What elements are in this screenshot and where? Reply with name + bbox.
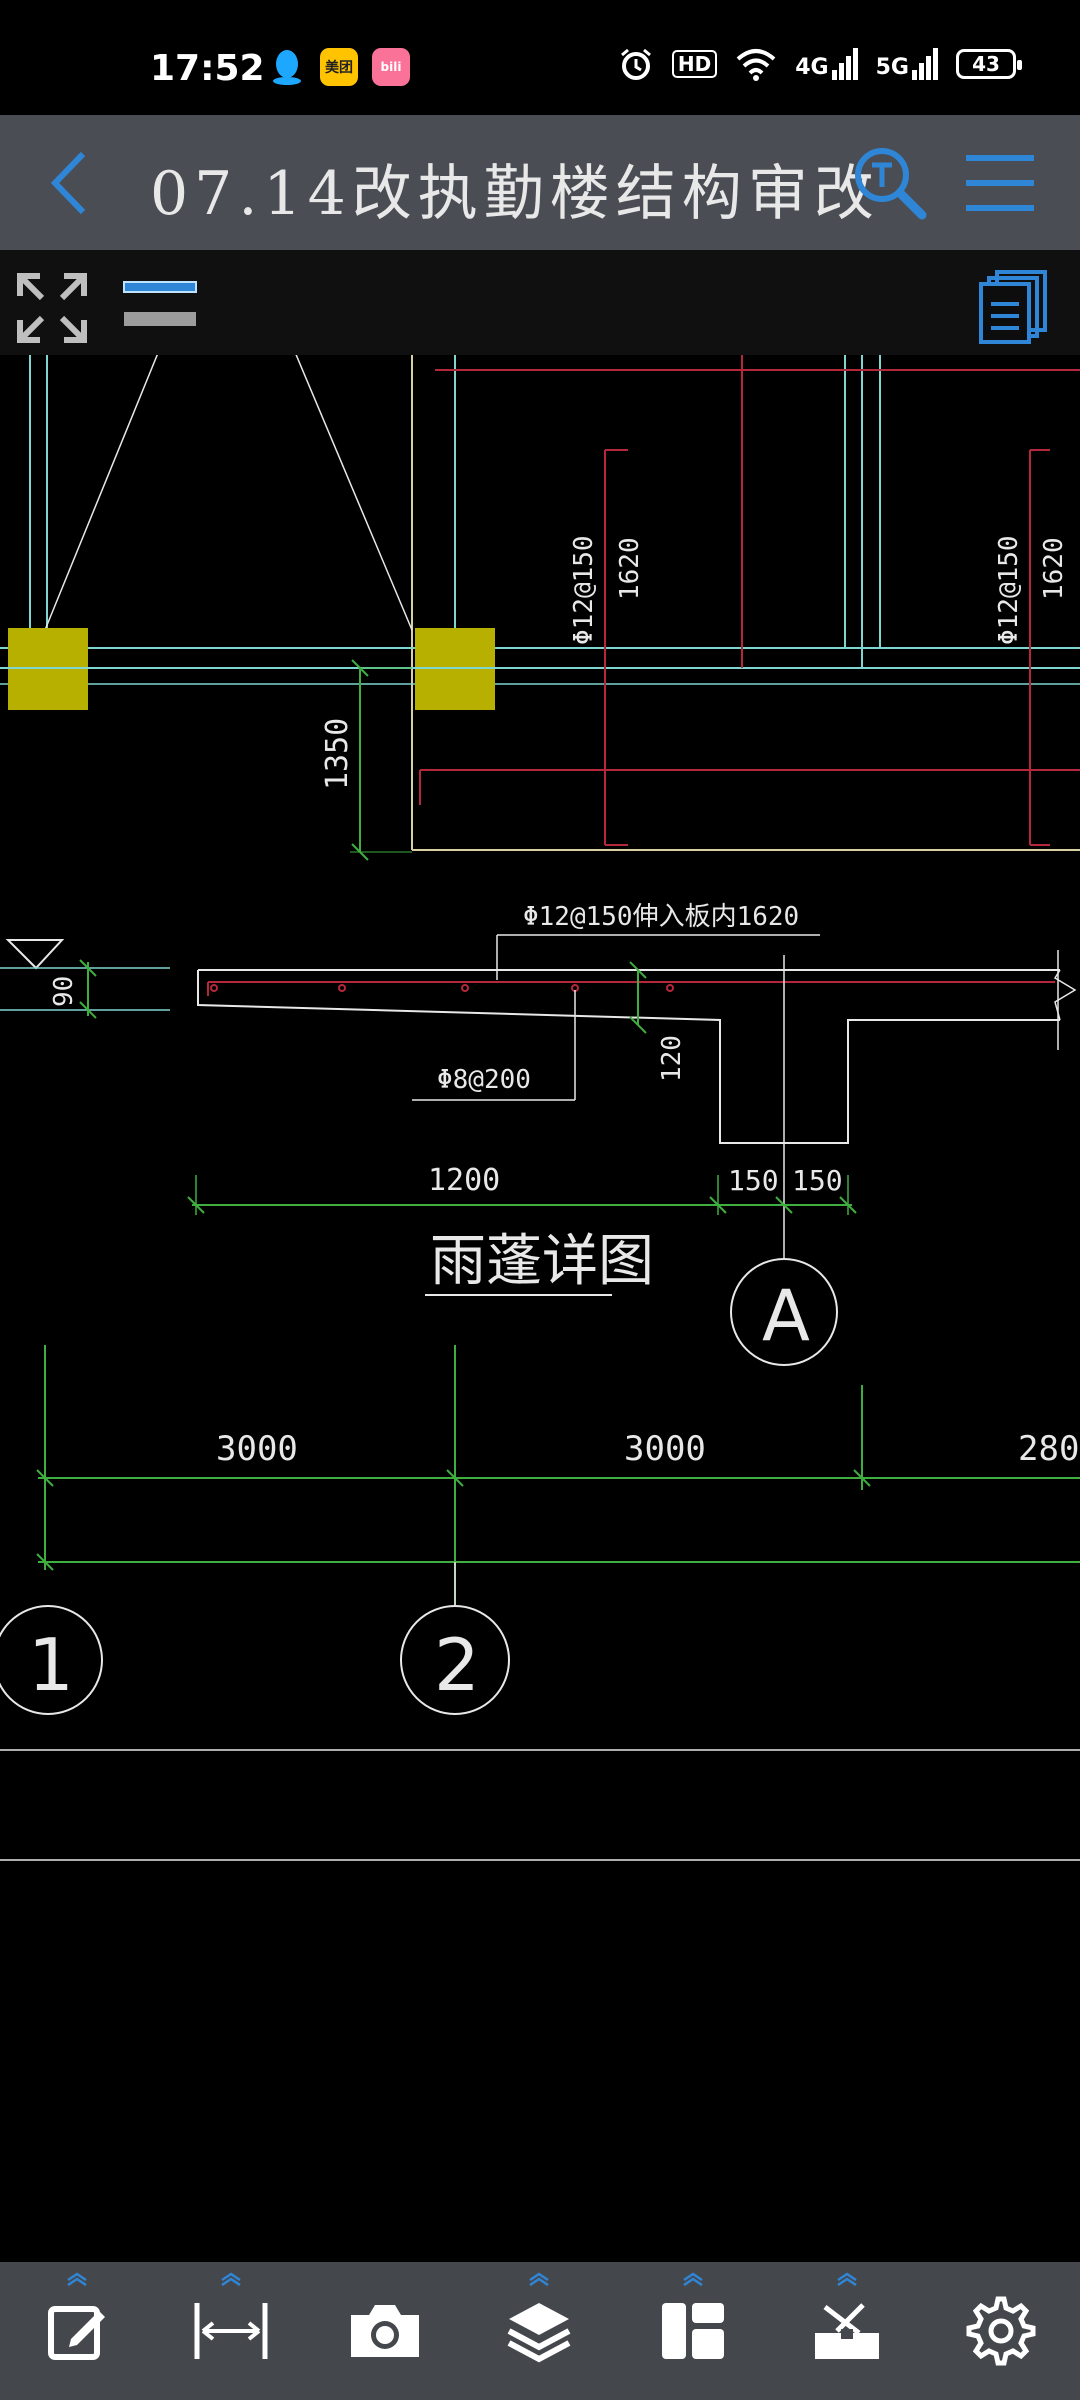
layer-bars-icon bbox=[123, 281, 197, 326]
edit-icon bbox=[48, 2306, 105, 2360]
signal-4g: 4G bbox=[795, 48, 858, 80]
dimension-label: 150 bbox=[728, 1164, 779, 1197]
hamburger-menu-icon bbox=[966, 155, 1034, 211]
axis-label-2: 2 bbox=[434, 1623, 480, 1707]
title-bar: 07.14改执勤楼结构审改 bbox=[0, 115, 1080, 250]
layer-switch-button[interactable] bbox=[120, 270, 200, 340]
camera-icon bbox=[351, 2305, 419, 2357]
chevron-up-icon bbox=[837, 2272, 857, 2286]
alarm-icon bbox=[620, 48, 651, 80]
dimension-label: 1200 bbox=[428, 1163, 500, 1198]
chevron-up-icon bbox=[683, 2272, 703, 2286]
detail-title: 雨蓬详图 bbox=[430, 1229, 654, 1294]
rebar-label: Φ12@150 bbox=[994, 535, 1024, 645]
axis-label-1: 1 bbox=[28, 1623, 74, 1707]
wifi-icon bbox=[736, 49, 776, 81]
signal-bars-icon bbox=[831, 48, 858, 80]
dimension-label: 3000 bbox=[216, 1429, 298, 1469]
measure-icon bbox=[194, 2303, 268, 2359]
chevron-left-icon bbox=[50, 151, 86, 214]
rebar-note: Φ8@200 bbox=[437, 1065, 531, 1095]
layout-icon bbox=[662, 2303, 724, 2359]
chevron-up-icon bbox=[221, 2272, 241, 2286]
settings-icon bbox=[966, 2296, 1036, 2366]
dimension-label: 150 bbox=[792, 1164, 843, 1197]
edit-tool-button[interactable] bbox=[0, 2262, 154, 2400]
page-title: 07.14改执勤楼结构审改 bbox=[150, 159, 880, 229]
grid-axes bbox=[0, 1345, 1080, 1861]
dimension-label: 1620 bbox=[1039, 537, 1069, 600]
toolbox-tool-button[interactable] bbox=[770, 2262, 924, 2400]
dimension-label: 90 bbox=[49, 976, 79, 1007]
fullscreen-button[interactable] bbox=[14, 270, 90, 346]
measure-tool-button[interactable] bbox=[154, 2262, 308, 2400]
rebar-label: Φ12@150 bbox=[569, 535, 599, 645]
cad-drawing-canvas[interactable]: Φ12@150 1620 Φ12@150 1620 1350 bbox=[0, 250, 1080, 2260]
hd-badge: HD bbox=[671, 50, 718, 78]
dimension-label: 1620 bbox=[615, 537, 645, 600]
back-button[interactable] bbox=[30, 140, 110, 225]
dimension-label: 120 bbox=[657, 1035, 687, 1082]
status-time: 17:52 bbox=[150, 48, 265, 89]
document-stack-icon bbox=[979, 270, 1047, 344]
signal-5g: 5G bbox=[876, 48, 938, 80]
menu-button[interactable] bbox=[960, 147, 1040, 219]
chevron-up-icon bbox=[529, 2272, 549, 2286]
rebar-note: Φ12@150伸入板内1620 bbox=[523, 902, 799, 932]
layout-tool-button[interactable] bbox=[616, 2262, 770, 2400]
drawing-tool-overlay bbox=[0, 250, 1080, 355]
camera-tool-button[interactable] bbox=[308, 2262, 462, 2400]
status-app-icons: 美团 bili bbox=[268, 48, 410, 86]
bilibili-icon: bili bbox=[372, 48, 410, 86]
dimension-label: 1350 bbox=[320, 718, 355, 790]
status-system-icons: HD 4G 5G 43 bbox=[618, 46, 1022, 82]
settings-button[interactable] bbox=[924, 2262, 1078, 2400]
search-button[interactable] bbox=[850, 143, 930, 223]
bottom-toolbar bbox=[0, 2262, 1080, 2400]
layers-tool-button[interactable] bbox=[462, 2262, 616, 2400]
dimension-label: 3000 bbox=[624, 1429, 706, 1469]
axis-label-A: A bbox=[762, 1275, 810, 1357]
canopy-section bbox=[0, 934, 1077, 1366]
toolbox-icon bbox=[815, 2303, 879, 2359]
battery-indicator: 43 bbox=[956, 49, 1022, 79]
sheet-list-button[interactable] bbox=[975, 268, 1053, 346]
layers-icon bbox=[507, 2303, 571, 2363]
dimension-label: 2800 bbox=[1018, 1429, 1080, 1469]
status-bar: 17:52 美团 bili HD 4G 5G 43 bbox=[0, 0, 1080, 115]
chevron-up-icon bbox=[67, 2272, 87, 2286]
signal-bars-icon bbox=[912, 48, 938, 80]
qq-icon bbox=[268, 48, 306, 86]
text-search-icon bbox=[855, 148, 927, 220]
expand-arrows-icon bbox=[17, 273, 87, 343]
meituan-icon: 美团 bbox=[320, 48, 358, 86]
